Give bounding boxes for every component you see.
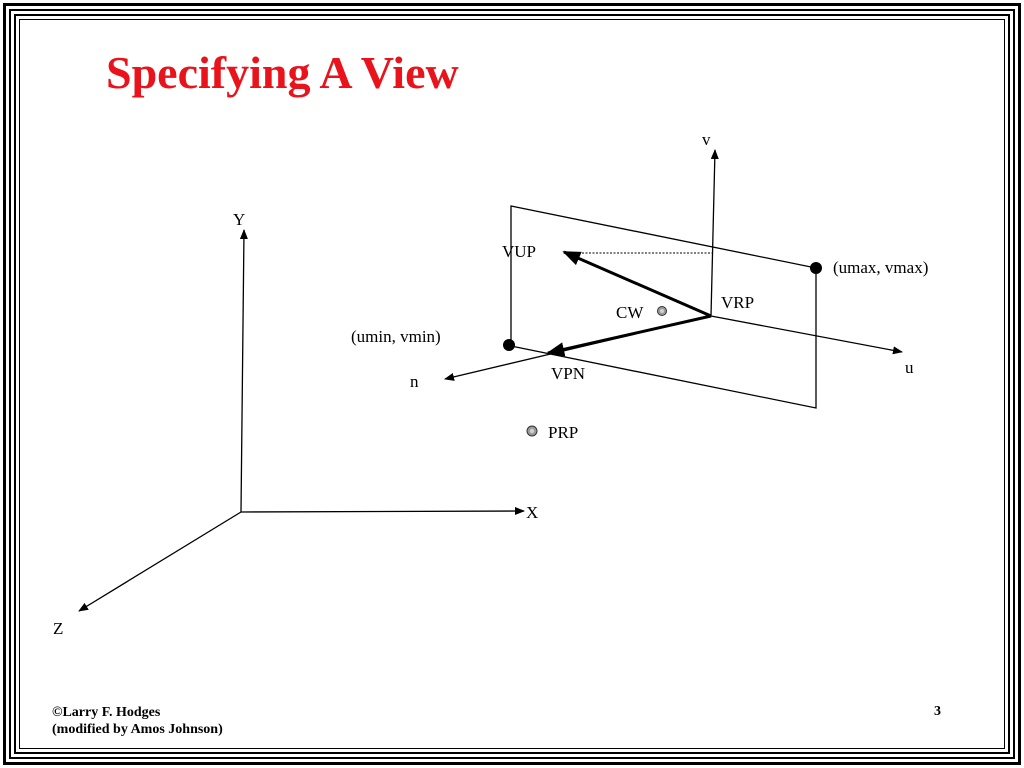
slide-border-inner: [19, 19, 1005, 749]
slide-title: Specifying A View: [106, 47, 459, 98]
slide-border-2: [9, 9, 1015, 759]
footer-copyright: ©Larry F. Hodges: [52, 705, 161, 720]
view-v-axis: [710, 149, 719, 317]
view-u-axis: [710, 315, 903, 355]
slide-border-outer: [3, 3, 1021, 765]
prp-marker: [526, 425, 538, 437]
world-y-axis: [239, 229, 248, 513]
slide-footer: ©Larry F. Hodges (modified by Amos Johns…: [52, 704, 223, 738]
label-z-axis: Z: [53, 619, 63, 638]
label-vpn: VPN: [551, 364, 585, 383]
label-vrp: VRP: [721, 293, 754, 312]
label-v-axis: v: [702, 130, 711, 149]
vpn-vector: [546, 314, 712, 357]
label-n-axis: n: [410, 372, 419, 391]
slide-border-3: [14, 14, 1010, 754]
cw-marker: [657, 306, 667, 316]
umin-vmin-point: [503, 339, 515, 351]
umax-vmax-point: [810, 262, 822, 274]
label-y-axis: Y: [233, 210, 245, 229]
label-u-axis: u: [905, 358, 914, 377]
world-z-axis: [78, 511, 242, 612]
page-number: 3: [934, 704, 941, 719]
view-plane-window: [510, 205, 817, 409]
label-cw: CW: [616, 303, 644, 322]
label-umax-vmax: (umax, vmax): [833, 258, 928, 277]
label-umin-vmin: (umin, vmin): [351, 327, 441, 346]
label-x-axis: X: [526, 503, 538, 522]
footer-modified-by: (modified by Amos Johnson): [52, 722, 223, 737]
label-prp: PRP: [548, 423, 578, 442]
label-vup: VUP: [502, 242, 536, 261]
world-x-axis: [240, 507, 525, 516]
vup-vector: [562, 250, 712, 318]
